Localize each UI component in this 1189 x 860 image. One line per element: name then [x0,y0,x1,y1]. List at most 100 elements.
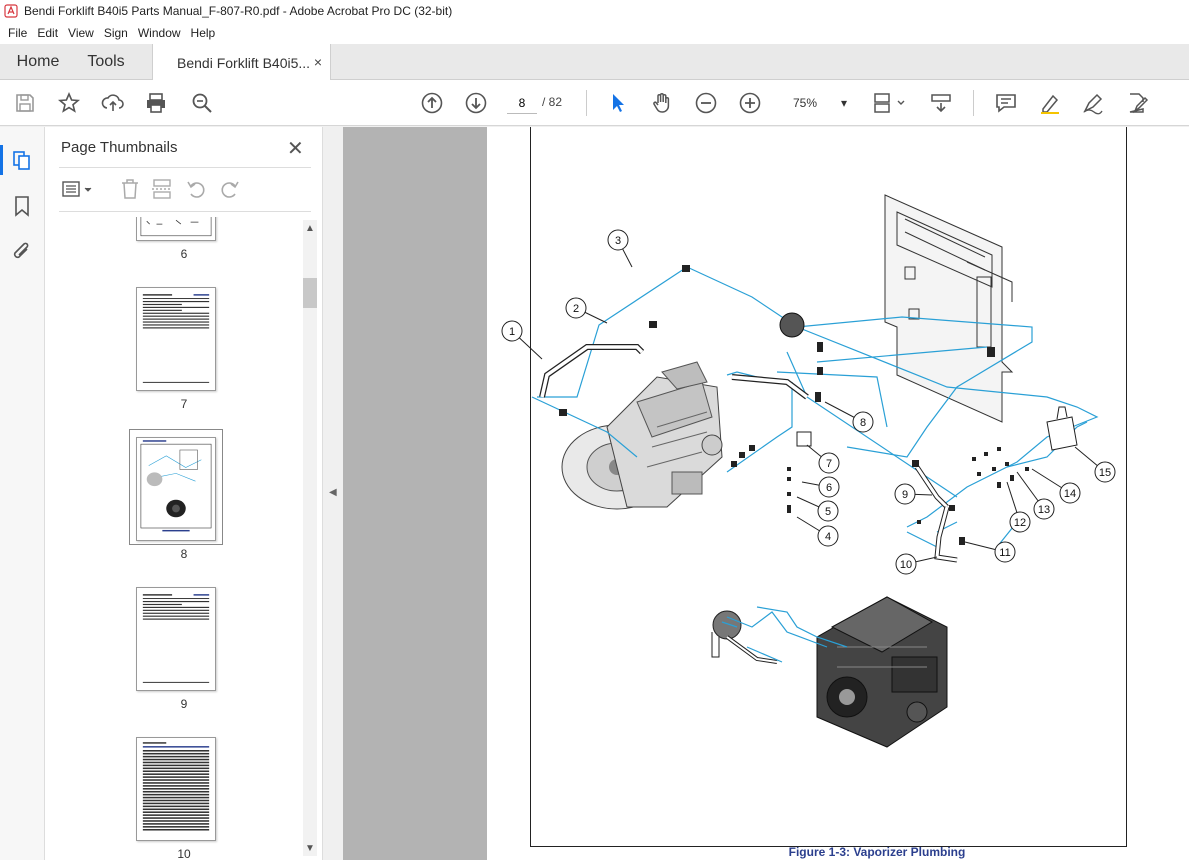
previous-page-icon[interactable] [420,91,444,115]
tab-home[interactable]: Home [16,53,60,70]
thumbnail-scrollbar[interactable] [303,220,317,856]
thumbnail-options-icon[interactable] [61,177,95,201]
hoses [539,344,958,563]
comment-icon[interactable] [994,91,1018,115]
thumbnail-label: 7 [180,397,188,411]
attachments-icon[interactable] [11,241,33,263]
callout-circle [994,541,1016,563]
chevron-down-icon: ▾ [840,96,847,110]
print-icon[interactable] [144,91,168,115]
menu-edit[interactable]: Edit [37,26,59,40]
menu-window[interactable]: Window [137,26,181,40]
scroll-up-icon[interactable]: ▲ [305,223,315,234]
callout-number: 2 [573,303,579,315]
callout-number: 8 [860,417,866,429]
thumbnail-page-selected[interactable] [136,437,216,541]
callout-circle [817,500,839,522]
figure-caption: Figure 1-3: Vaporizer Plumbing [788,845,966,859]
filter-box [1046,406,1078,451]
callout-number: 14 [1064,488,1076,500]
edit-pdf-icon[interactable] [1125,91,1149,115]
callout-number: 5 [825,506,831,518]
zoom-out-icon[interactable] [694,91,718,115]
highlight-pen-icon[interactable] [1038,91,1062,115]
callout-number: 15 [1099,467,1111,479]
thumbnail-label: 9 [180,697,188,711]
bookmarks-icon[interactable] [11,195,33,217]
rotate-counterclockwise-icon[interactable] [185,177,207,201]
zoom-dropdown[interactable]: 75% ▾ [783,92,853,114]
figure-frame [530,127,1127,847]
callout-number: 3 [615,235,621,247]
navigation-rail [0,127,45,860]
tab-close-icon[interactable]: × [313,54,322,70]
panel-splitter[interactable]: ◀ [323,127,343,860]
menu-view[interactable]: View [68,26,94,40]
rotate-clockwise-icon[interactable] [219,177,241,201]
zoom-value: 75% [793,96,818,110]
callout-circle [1094,461,1116,483]
scroll-down-icon[interactable]: ▼ [305,843,315,854]
collapse-panel-icon[interactable]: ◀ [329,487,337,498]
hand-tool-icon[interactable] [650,91,674,115]
callout-circle [895,553,917,575]
callout-number: 10 [900,559,912,571]
vaporizer-lower [711,610,778,664]
engine-lower [816,596,948,748]
extract-page-icon[interactable] [151,177,173,201]
panel-divider [59,211,311,212]
upload-icon[interactable] [101,91,125,115]
callout-circle [818,476,840,498]
panel-close-icon[interactable]: ✕ [287,138,304,160]
delete-page-icon[interactable] [119,177,141,201]
thumbnail-list: 6 7 [59,217,309,860]
page-thumbnails-panel: Page Thumbnails ✕ 6 [45,127,323,860]
page-display-icon[interactable] [872,91,908,115]
window-title: Bendi Forklift B40i5 Parts Manual_F-807-… [24,4,453,18]
callout-number: 11 [999,547,1010,559]
callout-circle [1033,498,1055,520]
thumbnail-label: 8 [180,547,188,561]
vaporizer-plumbing-diagram [531,194,1099,748]
callout-circle [565,297,587,319]
zoom-in-icon[interactable] [738,91,762,115]
sign-pen-icon[interactable] [1081,91,1105,115]
menu-sign[interactable]: Sign [103,26,128,40]
menu-file[interactable]: File [8,26,28,40]
main-toolbar: / 82 75% ▾ [0,80,1189,126]
callout-number: 13 [1038,504,1050,516]
panel-divider [59,167,311,168]
callout-number: 7 [826,458,832,470]
zoom-search-icon[interactable] [190,91,214,115]
thumbnail-page[interactable] [136,737,216,841]
menu-bar: File Edit View Sign Window Help [0,22,1189,44]
thumbnail-label: 6 [180,247,188,261]
callout-number: 4 [825,531,831,543]
save-icon[interactable] [13,91,37,115]
title-bar: Bendi Forklift B40i5 Parts Manual_F-807-… [0,0,1189,22]
thumbnail-scrollbar-thumb[interactable] [303,278,317,308]
panel-title: Page Thumbnails [61,139,178,156]
page-thumbnails-icon[interactable] [11,149,33,171]
callout-circle [1059,482,1081,504]
select-cursor-icon[interactable] [606,91,630,115]
thumbnail-page[interactable] [136,287,216,391]
engine-upper [561,361,723,510]
tab-tools[interactable]: Tools [87,53,125,70]
thumbnail-page[interactable] [136,217,216,241]
scroll-mode-icon[interactable] [929,91,953,115]
thumbnail-tools [59,177,311,203]
next-page-icon[interactable] [464,91,488,115]
toolbar-divider [586,90,587,116]
callout-circle [894,483,916,505]
tab-document[interactable]: Bendi Forklift B40i5... × [152,44,331,81]
menu-help[interactable]: Help [190,26,216,40]
bookmark-star-icon[interactable] [57,91,81,115]
callout-number: 1 [509,326,515,338]
page-number-input[interactable] [507,92,537,114]
thumbnail-page[interactable] [136,587,216,691]
callout-circle [501,320,523,342]
